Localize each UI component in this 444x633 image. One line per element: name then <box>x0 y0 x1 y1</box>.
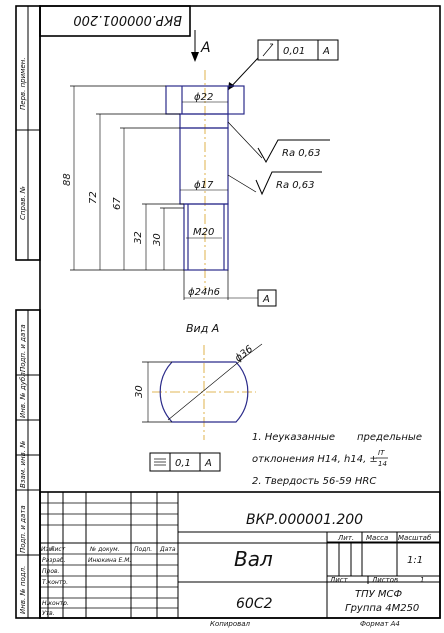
stamp-sheets-value: 1 <box>420 576 424 584</box>
rotated-designation-box: ВКР.000001.200 <box>39 5 191 37</box>
stamp-lit-label: Лит. <box>337 534 354 542</box>
copied-label: Копировал <box>210 620 251 628</box>
note-1-frac-num: IT <box>378 449 385 457</box>
flatness-datum: А <box>204 458 212 469</box>
length-dimensions: 88 72 67 32 30 <box>62 85 184 271</box>
rotated-designation: ВКР.000001.200 <box>73 12 182 27</box>
side-label-inv-podl: Инв. № подл. <box>19 566 27 614</box>
runout-datum: А <box>322 46 330 57</box>
title-block: Изм Лист № докум. Подп. Дата Разраб. Иню… <box>39 491 441 619</box>
shaft-part <box>165 85 245 271</box>
format-label: Формат А4 <box>360 620 400 628</box>
left-margin-strip: Перв. примен. Справ. № Подп. и дата Инв.… <box>15 5 41 619</box>
technical-notes: 1. Неуказанные предельные отклонения H14… <box>252 432 422 487</box>
dia-mid-label: ϕ17 <box>194 180 214 191</box>
runout-tolerance-frame: 0,01 А <box>227 39 339 91</box>
title-designation: ВКР.000001.200 <box>246 512 363 528</box>
flatness-tolerance-frame: 0,1 А <box>149 452 221 472</box>
view-a: Вид А ϕ36 30 <box>134 322 263 440</box>
roughness-marks: Ra 0,63 Ra 0,63 <box>227 121 330 196</box>
side-label-podp1: Подп. и дата <box>19 324 27 372</box>
shaft-dimensions: ϕ22 ϕ17 М20 ϕ24h6 А <box>180 92 277 307</box>
side-label-vzam: Взам. инв. № <box>19 440 27 488</box>
stamp-header-podp: Подп. <box>134 546 152 553</box>
stamp-tkontr-label: Т.контр. <box>42 579 68 586</box>
len-32-label: 32 <box>133 231 144 244</box>
stamp-razrab-name: Инюкина Е.М. <box>88 557 131 564</box>
stamp-utv-label: Утв. <box>42 610 55 617</box>
stamp-sheets-label: Листов <box>371 576 398 584</box>
view-a-title: Вид А <box>186 322 219 335</box>
org-line-1: ТПУ МСФ <box>355 589 403 600</box>
stamp-header-izm: Изм <box>41 546 54 553</box>
stamp-header-doc: № докум. <box>89 546 120 553</box>
sheet-frame <box>39 5 441 619</box>
view-a-arrow: А <box>191 30 211 62</box>
stamp-razrab-label: Разраб. <box>42 557 66 564</box>
len-72-label: 72 <box>88 191 99 204</box>
stamp-mass-label: Масса <box>366 534 388 542</box>
note-1-frac-den: 14 <box>378 460 387 468</box>
dia-head-label: ϕ22 <box>194 92 213 103</box>
runout-value: 0,01 <box>283 46 305 57</box>
len-88-label: 88 <box>62 173 73 186</box>
stamp-sheet-label: Лист <box>329 576 349 584</box>
side-label-sprav: Справ. № <box>19 186 27 220</box>
datum-a-label: А <box>262 294 270 305</box>
note-2: 2. Твердость 56-59 HRC <box>252 476 376 487</box>
roughness-1-label: Ra 0,63 <box>282 148 321 159</box>
len-30-label: 30 <box>152 233 163 246</box>
title-part-name: Вал <box>234 547 273 571</box>
stamp-prov-label: Пров. <box>42 568 60 575</box>
thread-label: М20 <box>193 227 214 238</box>
stamp-header-date: Дата <box>159 546 176 553</box>
stamp-scale-value: 1:1 <box>407 555 423 566</box>
title-material: 60С2 <box>236 596 273 612</box>
note-1a: 1. Неуказанные <box>252 432 335 443</box>
dia-fit-label: ϕ24h6 <box>188 287 220 298</box>
view-flat-label: 30 <box>134 385 145 398</box>
stamp-nkontr-label: Н.контр. <box>42 600 69 607</box>
org-line-2: Группа 4М250 <box>345 603 419 614</box>
side-label-podp2: Подп. и дата <box>19 505 27 553</box>
stamp-scale-label: Масштаб <box>398 534 432 542</box>
side-label-perv: Перв. примен. <box>19 57 27 110</box>
note-1b: предельные <box>357 432 422 443</box>
flatness-value: 0,1 <box>175 458 191 469</box>
roughness-2-label: Ra 0,63 <box>276 180 315 191</box>
len-67-label: 67 <box>112 197 123 210</box>
view-a-label: А <box>200 40 211 56</box>
side-label-inv-dubl: Инв. № дубл. <box>19 370 27 418</box>
note-1c: отклонения H14, h14, ± <box>252 454 378 465</box>
stamp-header-list: Лист <box>49 546 66 553</box>
view-dia-label: ϕ36 <box>233 344 255 365</box>
